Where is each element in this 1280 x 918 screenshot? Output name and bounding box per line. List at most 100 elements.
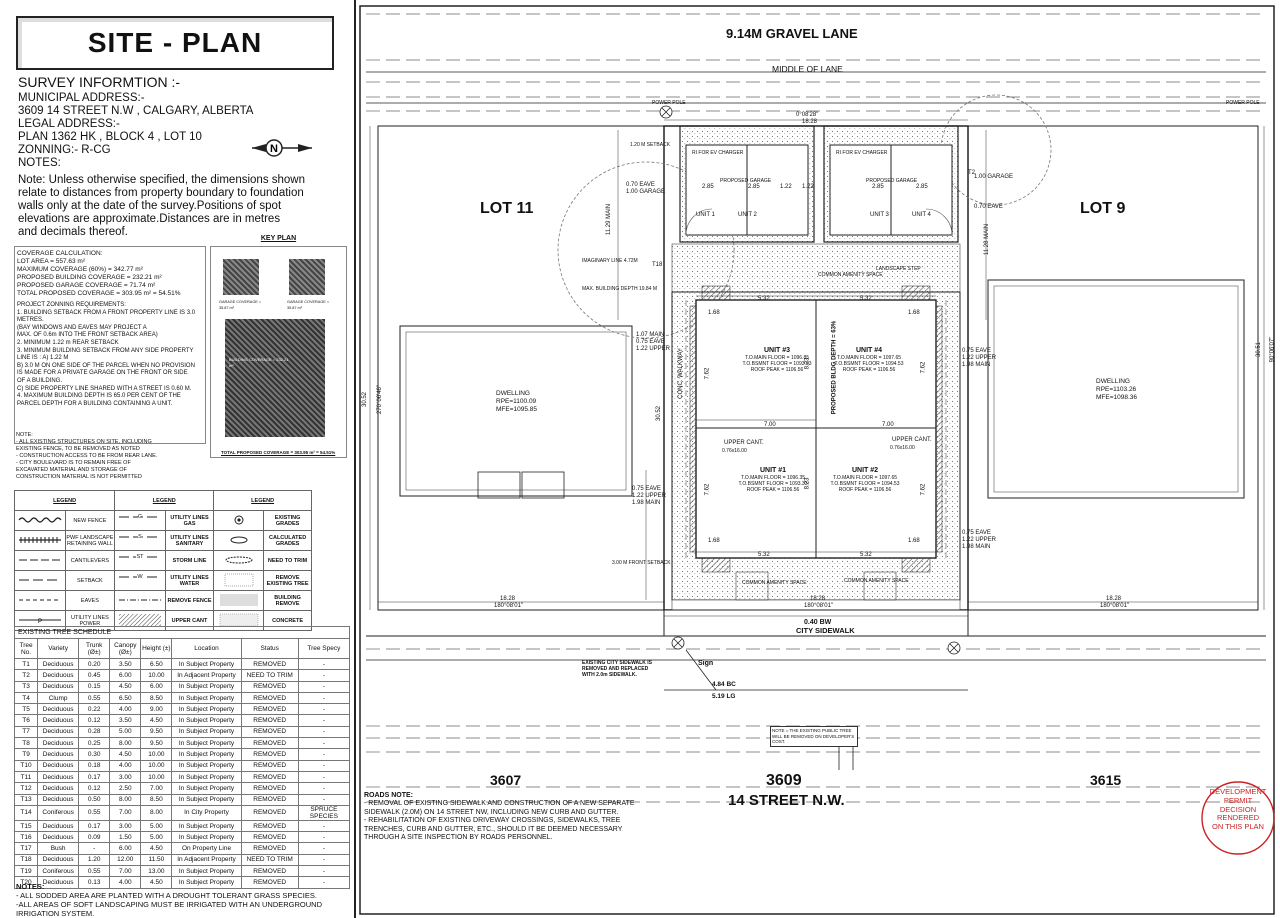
tree-schedule-cell: - [297, 793, 351, 806]
tree-schedule-cell: 4.50 [140, 842, 173, 855]
survey-info: MUNICIPAL ADDRESS:-3609 14 STREET N.W , … [18, 92, 253, 170]
garage-eave-left: 0.70 EAVE [626, 182, 655, 188]
tree-schedule-cell: REMOVED [240, 804, 299, 821]
zoning-line: B) 3.0 M ON ONE SIDE OF THE PARCEL WHEN … [17, 362, 195, 369]
eave-left-top: 0.75 EAVE [636, 339, 665, 345]
upper-right-bot: 1.22 UPPER [962, 537, 997, 543]
tree-schedule-cell: - [297, 759, 351, 772]
dwelling-right-line: DWELLING [1096, 378, 1130, 385]
legend-label: UTILITY LINES POWER [64, 610, 116, 631]
dim-top-532-1: 5.32 [758, 296, 770, 302]
tree-schedule-cell: 4.00 [109, 876, 142, 889]
tree-schedule-cell: 10.00 [140, 770, 173, 784]
dim-168-3: 1.68 [708, 538, 720, 544]
tree-schedule-cell: In Subject Property [171, 782, 242, 795]
bottom-notes-line: - ALL SODDED AREA ARE PLANTED WITH A DRO… [16, 891, 317, 900]
lot-9-label: LOT 9 [1080, 200, 1126, 217]
key-plan-building [225, 319, 325, 437]
tree-schedule-header: Canopy (Ø±) [109, 638, 142, 659]
tree-schedule-header: Tree Specy [297, 638, 351, 659]
legend-label: UPPER CANT [164, 610, 215, 631]
garage-eave-right: 0.70 EAVE [974, 204, 1003, 210]
dim-168-1: 1.68 [708, 310, 720, 316]
conc-walk-label: CONC. WALKWAY [677, 348, 684, 399]
unit-u4-line: T.O.MAIN FLOOR = 1097.65 [836, 355, 902, 361]
tree-schedule-cell: 4.00 [109, 703, 142, 716]
bearing-right: 90°06'07" [1269, 336, 1276, 363]
survey-info-line: 3609 14 STREET N.W , CALGARY, ALBERTA [18, 105, 254, 117]
lot-9-bearing: 180°08'01" [1100, 603, 1130, 609]
tree-schedule-cell: 3.50 [109, 714, 142, 727]
zoning-line: IS MADE FOR A PRIVATE GARAGE ON THE FRON… [17, 370, 188, 377]
legend-symbol-icon [114, 610, 166, 631]
tree-schedule-cell: 0.20 [78, 657, 111, 671]
survey-notes-line: and decimals thereof. [18, 226, 128, 238]
garage-unit-1: UNIT 1 [696, 212, 715, 218]
tree-schedule-cell: - [297, 831, 351, 844]
tree-schedule-cell: T5 [13, 703, 39, 716]
dim-762-3: 7.62 [920, 361, 927, 374]
bottom-notes-line: NOTES: [16, 882, 45, 891]
dim-168-4: 1.68 [908, 538, 920, 544]
tree-schedule-header: Tree No. [13, 638, 39, 659]
front-setback-label: 3.00 M FRONT SETBACK [612, 560, 671, 566]
survey-notes-line: walls only at the date of the survey.Pos… [18, 200, 282, 212]
upper-cant-right: UPPER CANT. [892, 437, 932, 443]
tree-schedule-cell: In Subject Property [171, 770, 242, 784]
legend-label: EAVES [64, 590, 116, 611]
roads-note-line: TRENCHES, CURB AND GUTTER, ETC., SHOULD … [364, 825, 623, 833]
tree-schedule-cell: 0.55 [78, 865, 111, 878]
zoning-line: METRES. [17, 317, 44, 324]
tree-schedule-cell: 0.50 [78, 793, 111, 806]
tree-schedule-cell: - [297, 691, 351, 705]
coverage-line: PROPOSED BUILDING COVERAGE = 232.21 m² [17, 274, 162, 281]
unit-u3-line: UNIT #3 [763, 347, 791, 354]
tree-schedule-cell: 4.50 [109, 680, 142, 693]
lane-title: 9.14M GRAVEL LANE [726, 26, 858, 41]
tree-schedule-cell: REMOVED [240, 748, 299, 761]
tree-schedule-cell: T6 [13, 714, 39, 727]
legend-symbol-icon [14, 530, 66, 551]
tree-schedule-cell: - [297, 669, 351, 682]
tree-schedule-cell: In Subject Property [171, 657, 242, 671]
tree-schedule-cell: Deciduous [37, 853, 80, 867]
tree-schedule-cell: In Subject Property [171, 725, 242, 739]
legend-label: REMOVE FENCE [164, 590, 215, 611]
address-3615: 3615 [1090, 772, 1122, 788]
tree-schedule-cell: REMOVED [240, 737, 299, 750]
legend-symbol-icon [213, 590, 265, 611]
zoning-line: 2. MINIMUM 1.22 m REAR SETBACK [17, 339, 119, 346]
tree-schedule-header: Trunk (Ø±) [78, 638, 111, 659]
dim-bot-532-1: 5.32 [758, 552, 770, 558]
tree-schedule-cell: 7.00 [109, 865, 142, 878]
dim-garage-gap-1: 1.22 [780, 184, 792, 190]
tree-schedule-cell: 0.25 [78, 737, 111, 750]
upper-left-top: 1.22 UPPER [636, 346, 671, 352]
legend-label: EXISTING GRADES [263, 510, 312, 531]
legend-symbol-icon: ST [114, 550, 166, 571]
dim-garage-1: 2.85 [702, 184, 714, 190]
site-plan-drawing: 9.14M GRAVEL LANE MIDDLE OF LANE 0°08'28… [356, 0, 1280, 918]
tree-schedule-cell: - [297, 865, 351, 878]
tree-schedule-cell: 6.50 [109, 691, 142, 705]
tree-schedule-cell: 0.17 [78, 819, 111, 833]
tree-schedule-title: EXISTING TREE SCHEDULE [14, 626, 350, 638]
tree-schedule-cell: 0.28 [78, 725, 111, 739]
key-plan-title: KEY PLAN [260, 235, 297, 242]
tree-schedule-cell: 9.00 [140, 703, 173, 716]
legend-symbol-icon [213, 610, 265, 631]
legend-symbol-icon: W [114, 570, 166, 591]
tree-schedule-cell: Deciduous [37, 737, 80, 750]
construction-note-line: - ALL EXISTING STRUCTURES ON SITE, INCLU… [16, 439, 152, 445]
dim-107-main: 1.07 MAIN [636, 332, 665, 338]
tree-schedule-cell: 4.50 [140, 714, 173, 727]
lot-9-width: 18.28 [1106, 596, 1122, 602]
construction-note-line: EXISTING FENCE, TO BE REMOVED AS NOTED [16, 446, 140, 452]
legend-symbol-icon [213, 550, 265, 571]
unit-u3-line: T.O.MAIN FLOOR = 1096.85 [744, 355, 810, 361]
